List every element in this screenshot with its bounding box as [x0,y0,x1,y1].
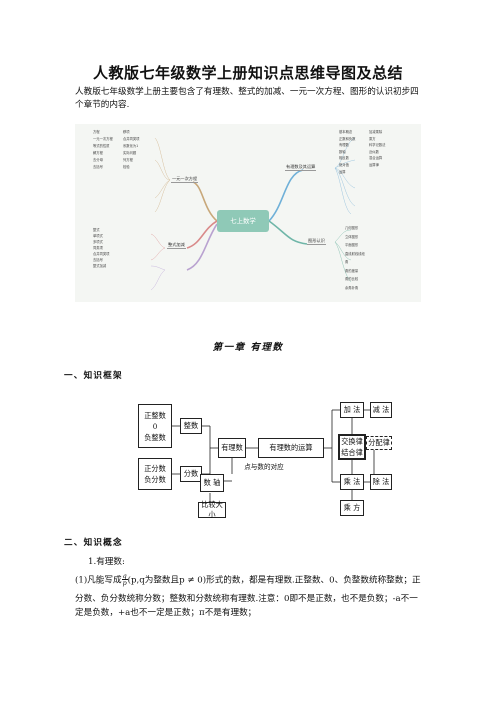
section-heading-concepts: 二、知识概念 [64,538,123,548]
box-compare-size: 比较大小 [198,500,226,519]
label-commutative: 交换律 [341,437,363,446]
mind-map-leaf: 混合运算 [369,156,383,161]
mind-map-leaf: 运算律 [369,163,379,167]
box-fraction: 分数 [180,466,202,482]
mind-map-leaf: 加减乘除 [369,130,383,134]
box-power: 乘 方 [340,500,364,516]
label-negative-integer: 负整数 [144,432,166,442]
fraction-denominator: p [122,579,127,588]
label-positive-integer: 正整数 [144,410,166,420]
mind-map-leaf: 角 [345,260,349,264]
mind-map-leaf: 角的度量 [345,268,359,273]
box-fraction-members: 正分数 负分数 [138,458,172,490]
label-positive-fraction: 正分数 [144,464,166,473]
mind-map-leaf: 几何图形 [345,226,359,230]
definition-condition: (p,q为整数且p ≠ 0)形式的数，都是有理数.正整数、0、负整数统称整数；正 [127,575,421,586]
mind-map-branch-polynomial: 整式加减 [167,242,186,249]
box-integer: 整数 [180,418,202,434]
mind-map-leaf: 整式加减 [93,264,107,268]
box-rational-number: 有理数 [218,438,246,458]
label-point-number-correspondence: 点与数的对应 [244,463,284,471]
mind-map-leaf: 移项 [123,130,130,134]
mind-map-leaf: 直线射线线段 [345,251,365,256]
mind-map-branch-geometry: 图形认识 [307,238,326,245]
mind-map-center-node: 七上数学 [217,210,269,232]
mind-map-branch-linear: 一元一次方程 [171,176,199,183]
mind-map-leaf: 等式的性质 [93,144,110,148]
box-number-line: 数 轴 [200,474,224,492]
mind-map-leaf: 一元一次方程 [93,137,113,141]
mind-map-figure: 七上数学 有理数及其运算 图形认识 一元一次方程 整式加减 基本概念正数和负数有… [75,124,421,302]
knowledge-framework-diagram: 正整数 0 负整数 整数 正分数 负分数 分数 有理数 有理数的运算 点与数的对… [138,396,392,520]
mind-map-leaf: 余角补角 [345,285,359,290]
label-associative: 结合律 [341,448,363,457]
mind-map-leaf: 列方程 [123,158,133,162]
box-distributive: 分配律 [366,436,392,450]
mind-map-leaf: 乘方 [369,136,376,141]
mind-map-branch-rational: 有理数及其运算 [285,164,317,171]
fraction-numerator: q [121,572,128,581]
mind-map-leaf: 运算 [339,169,346,174]
mind-map-leaf: 正数和负数 [339,136,356,141]
section-heading-framework: 一、知识框架 [64,371,123,381]
label-negative-fraction: 负分数 [144,475,166,484]
mind-map-leaf: 检验 [123,165,130,169]
paragraph-definition-line3: 定是负数，+a也不一定是正数；π不是有理数； [75,608,257,618]
box-division: 除 法 [370,474,392,490]
mind-map-leaf: 系数化为1 [123,144,139,148]
mind-map-leaf: 单项式 [93,234,103,238]
mind-map-leaf: 绝对值 [339,163,349,167]
box-commutative-associative: 交换律 结合律 [338,434,366,460]
mind-map-leaf: 合并同类项 [93,252,110,256]
label-zero: 0 [152,421,158,431]
mind-map-leaf: 基本概念 [339,130,353,134]
mind-map-leaf: 科学记数法 [369,143,386,148]
mind-map-leaf: 同类项 [93,246,103,250]
mind-map-leaf: 角的比较 [345,277,359,281]
box-integer-members: 正整数 0 负整数 [138,404,172,448]
definition-prefix: (1)凡能写成 [75,575,122,586]
mind-map-leaf: 立体图形 [345,234,359,239]
intro-paragraph: 人教版七年级数学上册主要包含了有理数、整式的加减、一元一次方程、图形的认识初步四… [75,87,419,110]
box-multiplication: 乘 法 [340,474,364,490]
item-rational-numbers: 1.有理数: [88,557,125,567]
mind-map-leaf: 相反数 [339,156,349,161]
mind-map-leaf: 多项式 [93,240,103,244]
mind-map-leaf: 合并同类项 [123,137,140,141]
box-rational-operations: 有理数的运算 [258,438,324,458]
box-addition: 加 法 [340,402,364,418]
mind-map-leaf: 去括号 [93,258,103,262]
mind-map-leaf: 有理数 [339,143,349,148]
mind-map-leaf: 数轴 [339,149,346,154]
mind-map-leaf: 方程 [93,130,100,134]
paragraph-definition-line2: 分数、负分数统称分数；整数和分数统称有理数.注意：0即不是正数，也不是负数；-a… [75,594,418,604]
mind-map-leaf: 实际问题 [123,151,137,155]
chapter-heading: 第一章 有理数 [212,342,284,353]
mind-map-leaf: 近似数 [369,149,379,154]
mind-map-leaf: 去分母 [93,158,103,162]
page-title: 人教版七年级数学上册知识点思维导图及总结 [92,64,403,82]
mind-map-connectors [150,137,356,291]
mind-map-leaf: 整式 [93,228,100,232]
mind-map-leaf: 去括号 [93,165,103,169]
mind-map-leaf: 平面图形 [345,243,359,247]
box-subtraction: 减 法 [370,402,392,418]
mind-map-leaf: 解方程 [93,151,103,155]
